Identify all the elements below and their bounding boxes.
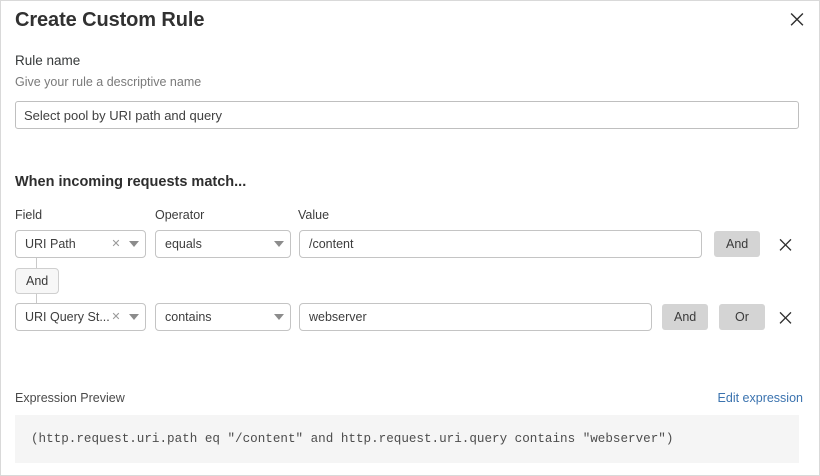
expression-preview-code: (http.request.uri.path eq "/content" and… (15, 415, 799, 463)
chevron-down-icon (123, 314, 145, 320)
field-select-1[interactable]: URI Query St... ✕ (15, 303, 146, 331)
column-header-operator: Operator (155, 208, 205, 222)
and-button-1[interactable]: And (662, 304, 709, 330)
delete-condition-button-0[interactable] (772, 231, 798, 257)
value-input-0[interactable] (299, 230, 702, 258)
clear-icon[interactable]: ✕ (111, 237, 121, 250)
expression-preview-label: Expression Preview (15, 391, 125, 405)
operator-select-1-value: contains (165, 310, 212, 324)
edit-expression-link[interactable]: Edit expression (717, 391, 803, 405)
condition-connector: And (1, 258, 141, 306)
close-icon[interactable] (785, 7, 809, 31)
close-icon-glyph (779, 238, 791, 251)
field-select-0[interactable]: URI Path ✕ (15, 230, 146, 258)
and-button-0[interactable]: And (714, 231, 761, 257)
rule-name-input[interactable] (15, 101, 799, 129)
clear-icon[interactable]: ✕ (111, 310, 121, 323)
dialog-title: Create Custom Rule (15, 9, 205, 31)
match-section-heading: When incoming requests match... (15, 174, 247, 190)
value-input-1[interactable] (299, 303, 652, 331)
connector-line-bottom (36, 294, 37, 305)
rule-name-help-text: Give your rule a descriptive name (15, 75, 202, 89)
or-button-1[interactable]: Or (719, 304, 765, 330)
chevron-down-icon (268, 314, 290, 320)
field-select-1-value: URI Query St... (25, 310, 109, 324)
column-header-value: Value (298, 208, 330, 222)
operator-select-1[interactable]: contains (155, 303, 291, 331)
delete-condition-button-1[interactable] (772, 304, 798, 330)
chevron-down-icon (268, 241, 290, 247)
close-icon-glyph (790, 13, 804, 26)
column-header-field: Field (15, 208, 43, 222)
field-select-0-value: URI Path (25, 237, 76, 251)
chevron-down-icon (123, 241, 145, 247)
operator-select-0[interactable]: equals (155, 230, 291, 258)
rule-name-label: Rule name (15, 53, 81, 68)
operator-select-0-value: equals (165, 237, 202, 251)
connector-line-top (36, 258, 37, 268)
close-icon-glyph (779, 311, 791, 324)
connector-and-badge[interactable]: And (15, 268, 60, 294)
